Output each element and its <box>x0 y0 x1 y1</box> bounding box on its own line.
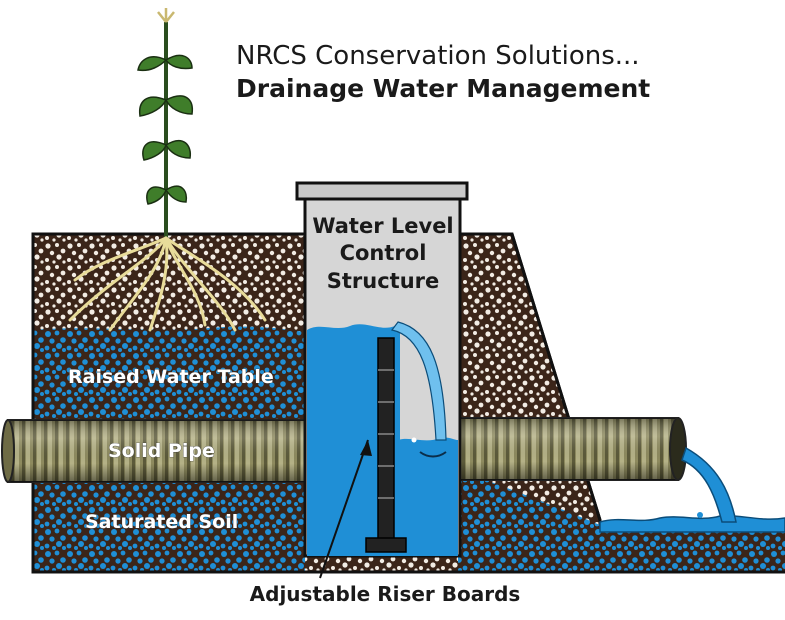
water-droplet <box>687 457 693 463</box>
title-line1: NRCS Conservation Solutions... <box>236 41 640 71</box>
riser-arrow <box>319 439 372 579</box>
title-line2: Drainage Water Management <box>236 74 650 103</box>
structure-water <box>307 324 400 556</box>
outflow-stream <box>681 446 737 523</box>
outflow-ground <box>600 527 785 572</box>
water-droplet <box>411 437 417 443</box>
structure-label-line1: Water Level <box>312 214 453 238</box>
solid-pipe-label: Solid Pipe <box>108 440 215 462</box>
overflow-waterfall <box>390 321 447 441</box>
raised-water-table-label: Raised Water Table <box>68 366 274 388</box>
water-droplet <box>697 512 703 518</box>
structure-label-line2: Control <box>340 241 427 265</box>
saturated-soil-right <box>458 470 600 572</box>
roots <box>68 236 267 332</box>
riser-boards <box>377 337 395 541</box>
control-structure <box>295 181 469 558</box>
solid-pipe-left <box>1 419 309 483</box>
structure-water-lower <box>398 437 458 556</box>
structure-label-line3: Structure <box>327 269 440 293</box>
plant <box>137 8 194 240</box>
saturated-soil-label: Saturated Soil <box>85 511 238 533</box>
outlet-pipe-right <box>457 417 687 481</box>
outflow-pool <box>599 514 785 533</box>
riser-boards-label: Adjustable Riser Boards <box>250 582 521 606</box>
